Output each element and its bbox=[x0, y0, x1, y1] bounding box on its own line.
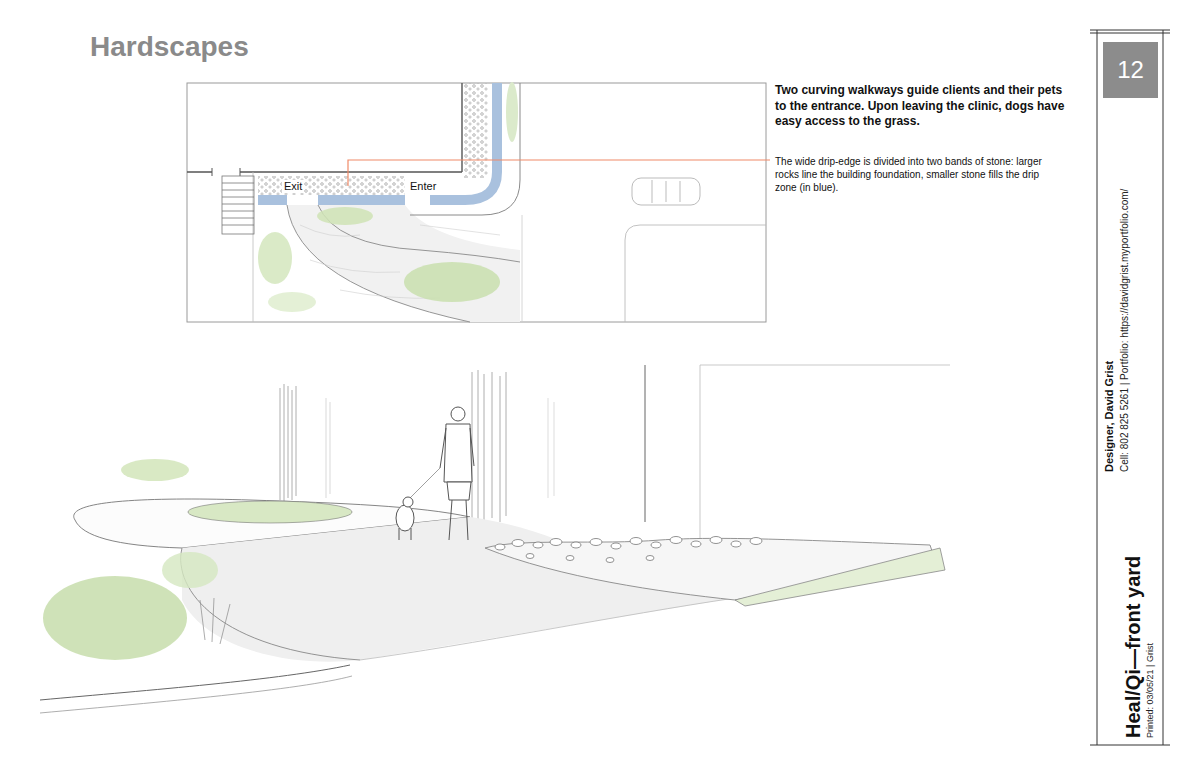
car bbox=[632, 178, 700, 205]
property-line bbox=[253, 172, 254, 322]
callout-note: The wide drip-edge is divided into two b… bbox=[775, 155, 1063, 194]
hatch bbox=[472, 370, 506, 524]
plan-label: Exit bbox=[282, 180, 304, 193]
page-number: 12 bbox=[1117, 56, 1144, 84]
rock bbox=[646, 556, 654, 561]
person bbox=[410, 407, 474, 540]
grass-blades bbox=[200, 598, 230, 644]
building-edge bbox=[645, 365, 646, 522]
grass bbox=[506, 82, 518, 142]
stair-treads bbox=[222, 183, 254, 225]
rock bbox=[571, 542, 581, 548]
drip-zone bbox=[430, 83, 497, 200]
building-edge bbox=[700, 365, 950, 540]
rock bbox=[495, 544, 505, 550]
walkway-edge bbox=[318, 205, 520, 262]
shrub bbox=[43, 576, 187, 660]
rock bbox=[651, 542, 661, 548]
page-number-box: 12 bbox=[1103, 42, 1158, 98]
grass bbox=[258, 232, 292, 284]
dog-legs bbox=[399, 528, 411, 540]
torso bbox=[444, 424, 472, 482]
hatch bbox=[548, 398, 554, 498]
hatch bbox=[310, 260, 400, 273]
rock bbox=[606, 558, 614, 563]
plan-label: Enter bbox=[408, 180, 438, 193]
grass bbox=[268, 292, 316, 312]
arms bbox=[440, 428, 474, 468]
rock bbox=[611, 543, 621, 549]
legs bbox=[449, 500, 468, 540]
lawn-strip bbox=[735, 548, 945, 606]
rock bbox=[630, 538, 642, 545]
print-date: Printed: 03/05/21 | Grist bbox=[1145, 643, 1156, 738]
rock bbox=[533, 542, 543, 548]
page-title: Hardscapes bbox=[90, 31, 249, 63]
shorts bbox=[447, 482, 471, 500]
walkway-edge bbox=[360, 598, 735, 660]
leash bbox=[410, 468, 440, 498]
rock bbox=[526, 554, 534, 559]
shrub bbox=[162, 552, 218, 588]
rock bbox=[590, 539, 602, 546]
rock bbox=[691, 541, 701, 547]
planting-bed bbox=[188, 501, 352, 523]
stair-outline bbox=[222, 176, 254, 234]
rock bbox=[731, 541, 741, 547]
dog bbox=[396, 497, 414, 540]
hatch bbox=[280, 384, 296, 502]
curb bbox=[40, 665, 350, 700]
walkway bbox=[287, 205, 520, 322]
rock bbox=[670, 537, 682, 544]
building-wall bbox=[212, 168, 240, 176]
hatch bbox=[300, 225, 360, 236]
rock-band bbox=[258, 176, 405, 195]
building-wall bbox=[461, 83, 462, 172]
project-title: Heal/Qi—front yard bbox=[1121, 556, 1145, 738]
drip-zone bbox=[318, 195, 405, 205]
contact-info: Cell: 802 825 5261 | Portfolio: https://… bbox=[1119, 189, 1131, 472]
head bbox=[451, 407, 465, 421]
shrub bbox=[121, 459, 189, 481]
designer-name: Designer, David Grist bbox=[1103, 361, 1116, 472]
parking-curb bbox=[625, 225, 766, 322]
rock bbox=[512, 540, 524, 547]
rock bbox=[710, 537, 722, 544]
drip-zone bbox=[258, 195, 287, 205]
rock bbox=[750, 538, 762, 545]
title-block-frame bbox=[1090, 30, 1170, 745]
shrub bbox=[404, 262, 500, 302]
rock bbox=[566, 556, 574, 561]
plan-frame bbox=[187, 83, 766, 322]
curb bbox=[40, 676, 352, 713]
wall-hatch bbox=[280, 370, 554, 524]
stairs bbox=[222, 176, 254, 234]
building-wall bbox=[187, 171, 462, 172]
dog-body bbox=[396, 505, 414, 531]
rock-band bbox=[464, 83, 488, 178]
car-body bbox=[632, 178, 700, 205]
walkway-edge bbox=[410, 83, 520, 215]
hatch bbox=[420, 225, 500, 235]
shrub bbox=[317, 207, 373, 225]
hatch bbox=[326, 398, 330, 498]
property-line bbox=[522, 215, 523, 322]
rocks bbox=[495, 537, 762, 563]
dog-head bbox=[403, 497, 413, 507]
car-detail bbox=[652, 180, 680, 203]
design-note: Two curving walkways guide clients and t… bbox=[775, 83, 1067, 130]
rock bbox=[550, 539, 562, 546]
